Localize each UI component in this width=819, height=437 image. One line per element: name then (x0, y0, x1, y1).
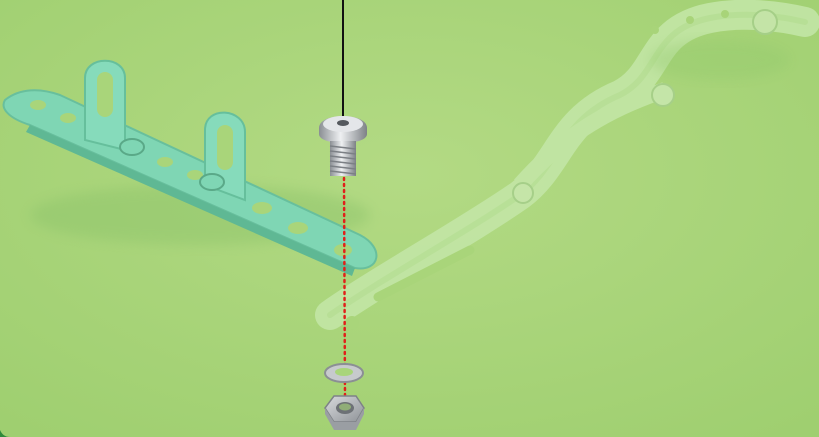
washer-icon (325, 364, 363, 382)
